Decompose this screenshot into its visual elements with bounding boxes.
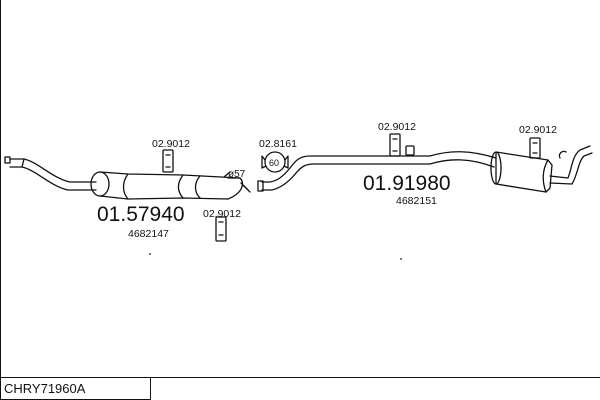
marker-dot <box>149 253 151 255</box>
title-code: CHRY71960A <box>4 381 86 396</box>
clamp-size-label: 60 <box>269 158 279 168</box>
rear-silencer-oe: 4682151 <box>396 195 437 207</box>
front-silencer <box>90 171 244 200</box>
hanger-label-1: 02.9012 <box>152 138 190 150</box>
marker-dot <box>400 258 402 260</box>
front-pipe <box>4 156 97 191</box>
hanger-1 <box>162 149 174 173</box>
hanger-3 <box>389 133 415 157</box>
hanger-2 <box>215 216 227 242</box>
hanger-label-3: 02.9012 <box>378 121 416 133</box>
hanger-4 <box>529 137 541 159</box>
hanger-label-2: 02.9012 <box>203 208 241 220</box>
rear-silencer-number: 01.91980 <box>363 172 451 195</box>
title-box: CHRY71960A <box>0 377 151 400</box>
diagram-frame <box>0 0 600 378</box>
rear-silencer <box>490 145 593 193</box>
flange-label: ø57 <box>228 169 246 180</box>
flange <box>223 171 251 193</box>
clamp-label: 02.8161 <box>259 138 297 150</box>
clamp <box>261 151 289 173</box>
intermediate-pipe <box>257 151 497 192</box>
front-silencer-number: 01.57940 <box>97 203 185 226</box>
front-silencer-oe: 4682147 <box>128 228 169 240</box>
hanger-label-4: 02.9012 <box>519 124 557 136</box>
